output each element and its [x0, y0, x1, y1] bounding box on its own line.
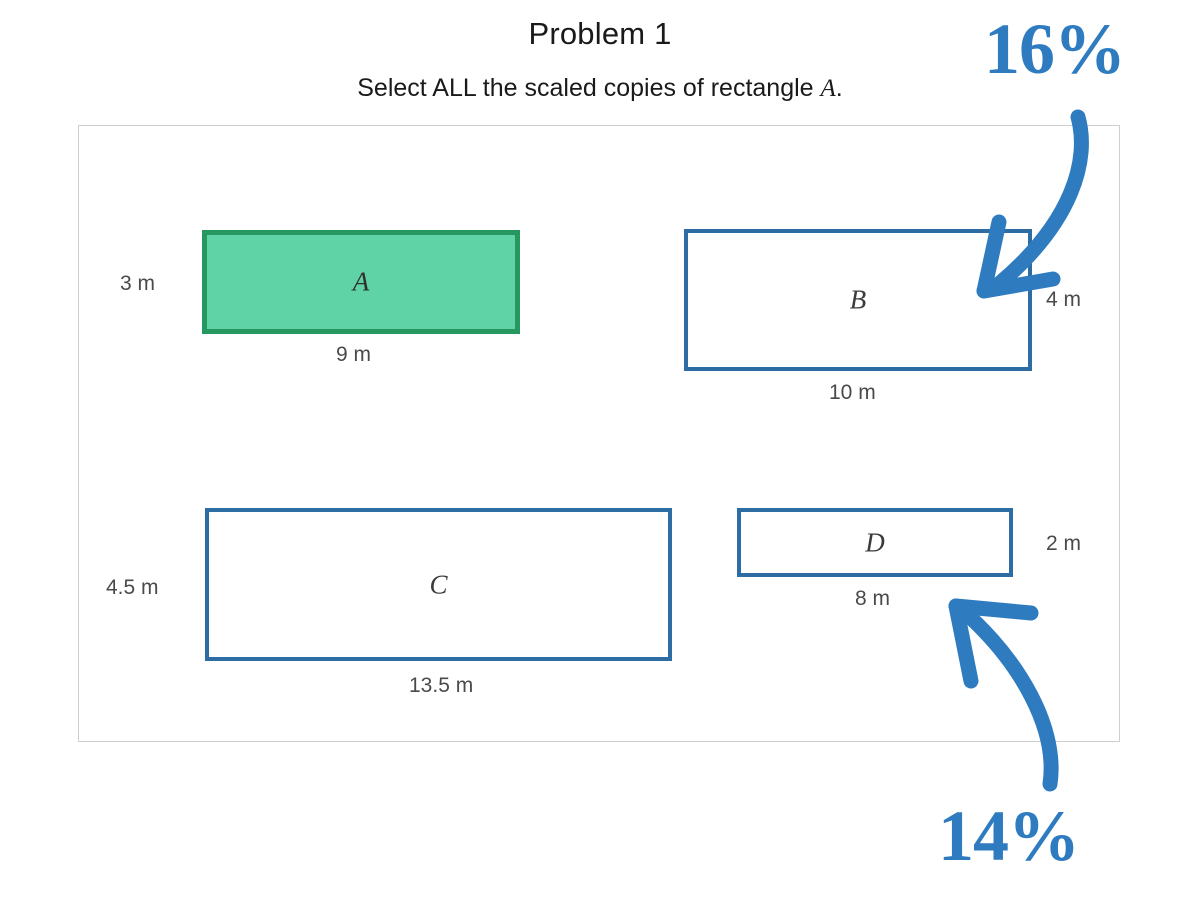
rectangle-c-height-label: 4.5 m: [106, 576, 159, 599]
page-title: Problem 1: [528, 16, 672, 51]
answer-choice-rectangle-b[interactable]: B: [684, 229, 1032, 371]
rectangle-a-width-label: 9 m: [336, 343, 372, 366]
answer-choice-rectangle-a[interactable]: A: [202, 230, 520, 334]
rectangle-d-width-label: 8 m: [855, 587, 891, 610]
rectangle-b-height-label: 4 m: [1046, 288, 1082, 311]
rectangle-b-label: B: [849, 284, 867, 315]
problem-prompt: Select ALL the scaled copies of rectangl…: [0, 74, 1200, 103]
rectangle-b-width-label: 10 m: [829, 381, 876, 404]
rectangle-a-height-label: 3 m: [120, 272, 156, 295]
annotation-percent-16: 16%: [984, 9, 1126, 89]
rectangle-a-label: A: [352, 266, 370, 297]
rectangle-d-height-label: 2 m: [1046, 532, 1082, 555]
prompt-period: .: [835, 74, 843, 102]
rectangle-c-width-label: 13.5 m: [409, 674, 474, 697]
rectangle-d-label: D: [865, 527, 885, 557]
answer-choice-rectangle-d[interactable]: D: [737, 508, 1013, 577]
annotation-percent-14: 14%: [938, 796, 1080, 876]
prompt-variable: A: [820, 75, 836, 102]
answer-choice-rectangle-c[interactable]: C: [205, 508, 672, 661]
rectangle-c-label: C: [429, 569, 448, 599]
prompt-text: Select ALL the scaled copies of rectangl…: [357, 74, 821, 102]
